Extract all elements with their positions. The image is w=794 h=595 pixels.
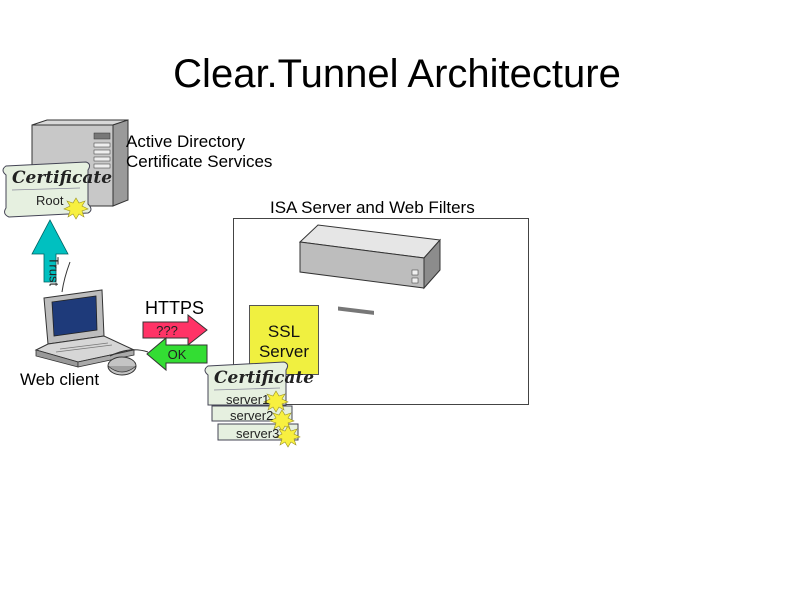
ssl-server-line2: Server <box>258 342 310 361</box>
trust-arrow <box>31 219 69 283</box>
server-certificate-item-3: server3 <box>236 426 280 441</box>
trust-label: Trust <box>46 256 62 287</box>
rack-server-icon <box>298 224 442 315</box>
laptop-icon <box>34 289 136 368</box>
seal-icon <box>275 425 301 448</box>
active-directory-line2: Certificate Services <box>126 152 273 171</box>
https-label: HTTPS <box>145 298 205 318</box>
server-certificate-item-1: server1 <box>226 392 270 407</box>
server-certificate-item-2: server2 <box>230 408 274 423</box>
isa-server-label: ISA Server and Web Filters <box>270 198 475 217</box>
request-arrow <box>142 313 208 347</box>
response-label: OK <box>167 347 187 362</box>
root-certificate-name: Root <box>36 193 64 208</box>
page-title: Clear.Tunnel Architecture <box>173 52 621 96</box>
ssl-server-line1: SSL <box>267 322 301 341</box>
seal-icon <box>63 197 89 220</box>
mouse-icon <box>107 349 149 376</box>
active-directory-line1: Active Directory <box>126 132 246 151</box>
server-certificate-heading: Certificate <box>214 368 315 388</box>
seal-icon <box>263 390 289 413</box>
root-certificate-heading: Certificate <box>12 168 113 188</box>
web-client-label: Web client <box>20 370 100 389</box>
request-label: ??? <box>156 323 178 338</box>
response-arrow <box>146 336 208 372</box>
